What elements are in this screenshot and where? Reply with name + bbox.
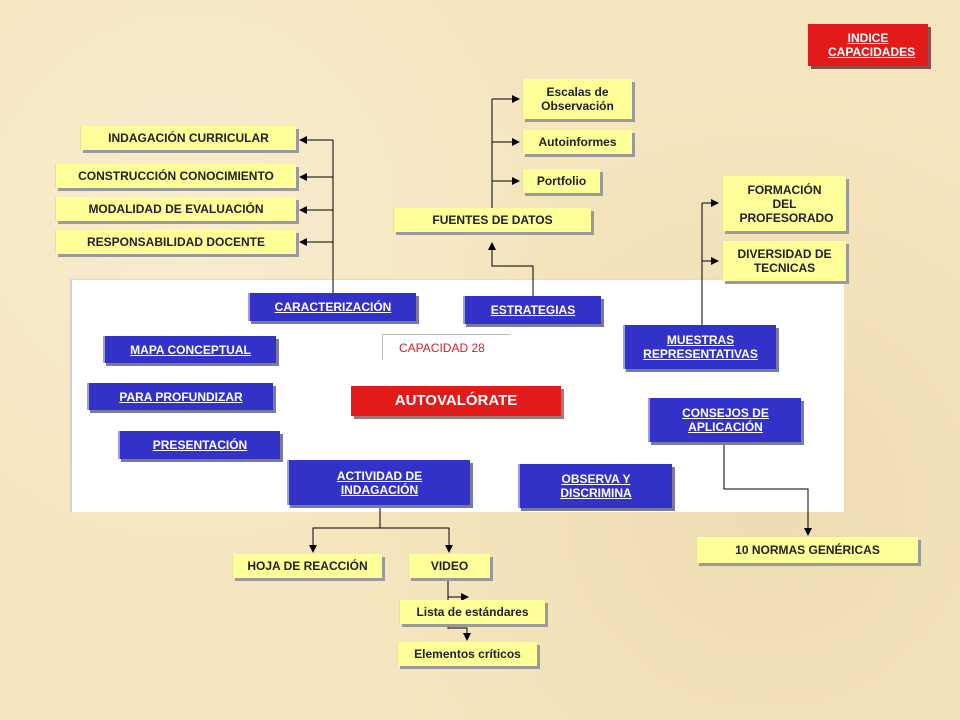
lista-estandares-box: Lista de estándares (399, 600, 545, 624)
observa-discrimina-label: OBSERVA Y DISCRIMINA (560, 472, 632, 500)
portfolio-box: Portfolio (522, 169, 600, 193)
indice-capacidades-button[interactable]: INDICE CAPACIDADES (808, 24, 928, 66)
diversidad-tecnicas-label: DIVERSIDAD DE TECNICAS (737, 247, 832, 275)
mapa-conceptual-link[interactable]: MAPA CONCEPTUAL (103, 336, 276, 363)
normas-genericas-label: 10 NORMAS GENÉRICAS (735, 543, 880, 557)
modalidad-evaluacion-box: MODALIDAD DE EVALUACIÓN (55, 197, 296, 221)
indagacion-curricular-label: INDAGACIÓN CURRICULAR (108, 131, 269, 145)
estrategias-label: ESTRATEGIAS (490, 303, 576, 317)
video-box: VIDEO (408, 554, 490, 578)
autoinformes-label: Autoinformes (538, 135, 617, 149)
formacion-profesorado-label: FORMACIÓN DEL PROFESORADO (739, 182, 834, 225)
portfolio-label: Portfolio (536, 174, 587, 188)
autovalorate-button[interactable]: AUTOVALÓRATE (351, 386, 561, 416)
para-profundizar-link[interactable]: PARA PROFUNDIZAR (87, 383, 273, 410)
actividad-indagacion-link[interactable]: ACTIVIDAD DE INDAGACIÓN (287, 460, 470, 505)
capacidad-label: CAPACIDAD 28 (382, 334, 510, 360)
autovalorate-label: AUTOVALÓRATE (394, 392, 518, 409)
fuentes-datos-label: FUENTES DE DATOS (432, 213, 553, 227)
elementos-criticos-label: Elementos críticos (414, 647, 521, 661)
connector-estrategias (488, 242, 534, 296)
indice-capacidades-label: INDICE CAPACIDADES (828, 31, 916, 59)
lista-estandares-label: Lista de estándares (416, 605, 529, 619)
connector-consejos (723, 443, 812, 536)
estrategias-link[interactable]: ESTRATEGIAS (463, 296, 601, 324)
normas-genericas-box: 10 NORMAS GENÉRICAS (696, 537, 918, 563)
muestras-representativas-label: MUESTRAS REPRESENTATIVAS (643, 333, 758, 361)
diversidad-tecnicas-box: DIVERSIDAD DE TECNICAS (722, 241, 846, 281)
video-label: VIDEO (430, 559, 469, 573)
elementos-criticos-box: Elementos críticos (397, 642, 537, 666)
connector-actividad (309, 505, 381, 553)
presentacion-label: PRESENTACIÓN (152, 438, 248, 452)
actividad-indagacion-label: ACTIVIDAD DE INDAGACIÓN (336, 468, 423, 497)
responsabilidad-docente-label: RESPONSABILIDAD DOCENTE (86, 235, 265, 249)
modalidad-evaluacion-label: MODALIDAD DE EVALUACIÓN (88, 202, 264, 216)
responsabilidad-docente-box: RESPONSABILIDAD DOCENTE (55, 230, 296, 254)
consejos-aplicacion-label: CONSEJOS DE APLICACIÓN (682, 406, 769, 434)
consejos-aplicacion-link[interactable]: CONSEJOS DE APLICACIÓN (648, 398, 801, 442)
hoja-reaccion-box: HOJA DE REACCIÓN (232, 554, 382, 578)
construccion-conocimiento-label: CONSTRUCCIÓN CONOCIMIENTO (78, 169, 274, 183)
observa-discrimina-link[interactable]: OBSERVA Y DISCRIMINA (518, 464, 672, 508)
escalas-observacion-box: Escalas de Observación (522, 79, 632, 119)
caracterizacion-link[interactable]: CARACTERIZACIÓN (248, 293, 416, 321)
connector-video (447, 580, 469, 601)
escalas-observacion-label: Escalas de Observación (541, 85, 614, 113)
hoja-reaccion-label: HOJA DE REACCIÓN (247, 559, 368, 573)
caracterizacion-label: CARACTERIZACIÓN (274, 300, 392, 314)
construccion-conocimiento-box: CONSTRUCCIÓN CONOCIMIENTO (55, 164, 296, 188)
indagacion-curricular-box: INDAGACIÓN CURRICULAR (80, 126, 296, 150)
fuentes-datos-box: FUENTES DE DATOS (393, 208, 591, 232)
presentacion-link[interactable]: PRESENTACIÓN (118, 431, 280, 459)
muestras-representativas-link[interactable]: MUESTRAS REPRESENTATIVAS (623, 325, 776, 369)
mapa-conceptual-label: MAPA CONCEPTUAL (130, 342, 251, 357)
para-profundizar-label: PARA PROFUNDIZAR (119, 389, 243, 404)
autoinformes-box: Autoinformes (522, 130, 632, 154)
formacion-profesorado-box: FORMACIÓN DEL PROFESORADO (722, 176, 846, 231)
